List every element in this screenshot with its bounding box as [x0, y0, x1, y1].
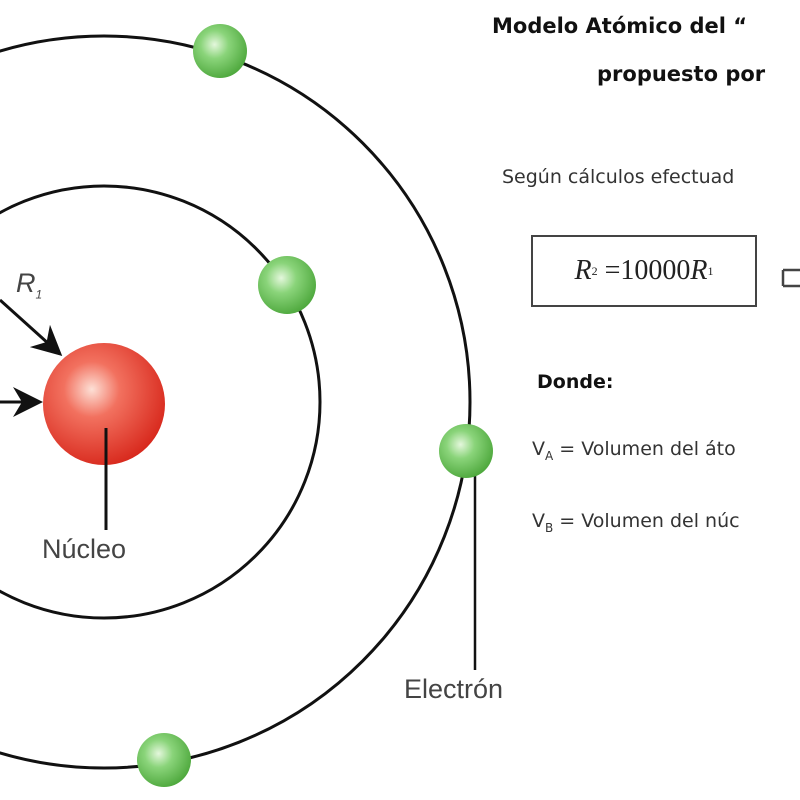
r1-label: R1 [16, 268, 43, 302]
title-line-2: propuesto por [597, 62, 766, 86]
formula-rhs: R [690, 255, 708, 286]
nucleus-label: Núcleo [42, 534, 127, 564]
formula-lhs-sub: 2 [591, 263, 598, 278]
electron-label: Electrón [404, 674, 504, 704]
electron [137, 733, 191, 787]
implies-arrow-icon [781, 268, 800, 288]
outer-orbit [0, 34, 472, 770]
definition-va: VA = Volumen del áto [532, 438, 736, 463]
formula-eq: =10000 [597, 255, 691, 286]
electron [193, 24, 247, 78]
electron [258, 256, 316, 314]
intro-text: Según cálculos efectuad [502, 166, 735, 188]
r1-arrow [0, 298, 63, 357]
nucleus [43, 343, 165, 465]
electron [439, 424, 493, 478]
inner-orbit [0, 184, 322, 620]
title-line-1: Modelo Atómico del “ [492, 14, 748, 38]
formula-lhs: R [574, 255, 592, 286]
definition-vb: VB = Volumen del núc [532, 510, 740, 535]
formula-rhs-sub: 1 [707, 263, 714, 278]
donde-heading: Donde: [537, 371, 614, 393]
